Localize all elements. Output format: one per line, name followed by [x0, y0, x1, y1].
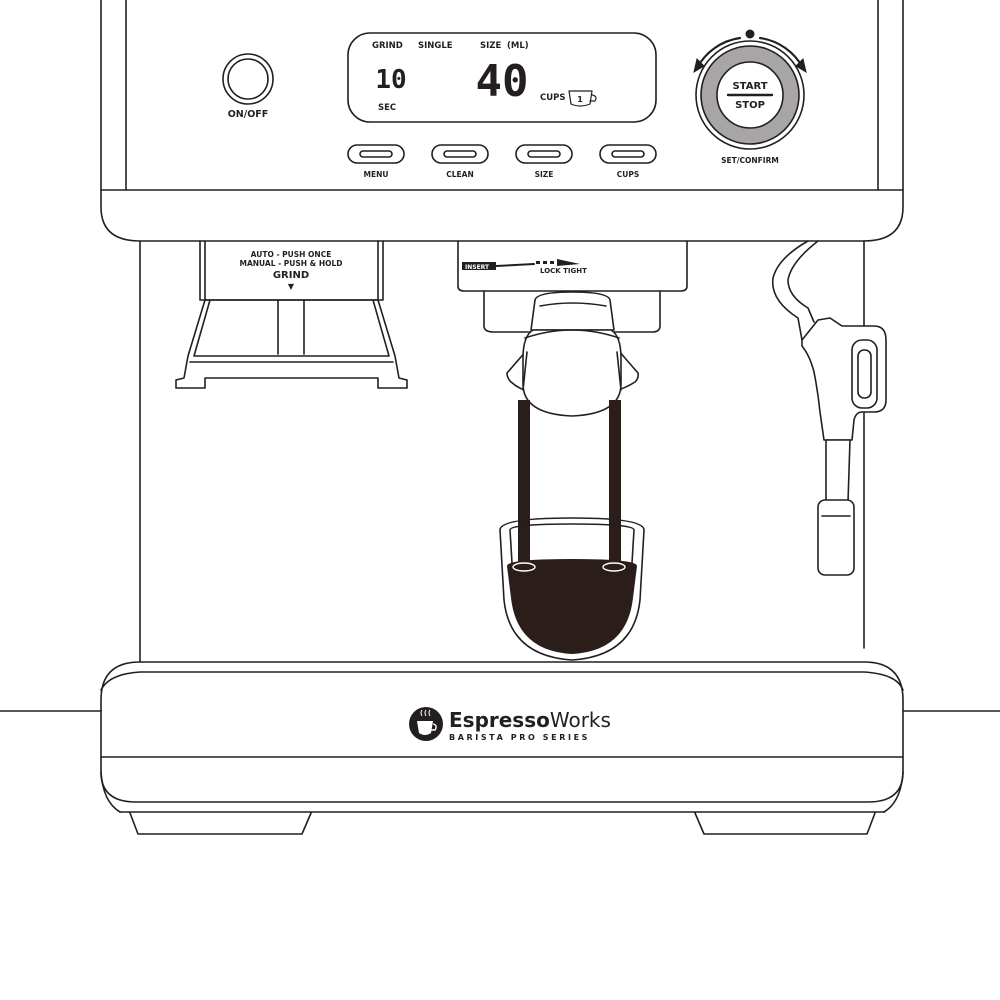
start-label: START [732, 81, 767, 92]
espresso-glass [499, 517, 645, 661]
steam-wand [771, 240, 887, 576]
foot-right [694, 812, 876, 835]
cup-icon [568, 90, 597, 107]
cups-count-value: 1 [577, 95, 583, 104]
grind-seconds-value: 10 [375, 65, 406, 95]
insert-label: INSERT [465, 264, 490, 271]
brand-logo: EspressoWorks BARISTA PRO SERIES [409, 707, 611, 742]
brand-tagline: BARISTA PRO SERIES [449, 733, 590, 742]
brand-name-bold: Espresso [449, 708, 550, 732]
unit-label: (ML) [507, 41, 529, 51]
size-button-label: SIZE [535, 170, 554, 179]
control-panel [100, 0, 904, 191]
stop-label: STOP [735, 100, 765, 111]
brand-name-light: Works [550, 708, 611, 732]
grind-arrow-icon: ▼ [288, 282, 295, 291]
clean-button[interactable]: CLEAN [431, 144, 489, 179]
grinder-title: GRIND [273, 270, 309, 281]
portafilter-cradle [175, 299, 408, 389]
menu-button[interactable]: MENU [347, 144, 405, 179]
drip-tray [100, 661, 904, 813]
portafilter [506, 291, 639, 417]
coffee-stream-right [609, 400, 621, 570]
cups-label: CUPS [540, 93, 566, 103]
grind-label: GRIND [372, 41, 403, 51]
set-confirm-label: SET/CONFIRM [721, 156, 779, 165]
cups-button[interactable]: CUPS [599, 144, 657, 179]
upper-body-lip [100, 189, 904, 242]
lock-arrow-icon [557, 259, 580, 266]
single-label: SINGLE [418, 41, 453, 51]
grinder-instruction-line2: MANUAL - PUSH & HOLD [239, 259, 342, 268]
brand-name: EspressoWorks [449, 708, 611, 732]
grinder-instruction-line1: AUTO - PUSH ONCE [251, 250, 332, 259]
grinder-chute: AUTO - PUSH ONCE MANUAL - PUSH & HOLD GR… [199, 240, 384, 301]
seconds-label: SEC [378, 103, 396, 113]
menu-button-label: MENU [364, 170, 389, 179]
size-label: SIZE [480, 41, 501, 51]
coffee-stream-left [518, 400, 530, 570]
cups-button-label: CUPS [617, 170, 640, 179]
dial-indicator-dot-icon [745, 29, 755, 39]
lock-tight-label: LOCK TIGHT [540, 267, 587, 275]
foot-left [129, 812, 312, 835]
shot-size-value: 40 [476, 56, 529, 107]
start-stop-dial[interactable]: START STOP [693, 29, 807, 150]
espresso-coffee [507, 559, 637, 654]
lcd-display: GRIND SINGLE SIZE (ML) 10 SEC 40 CUPS 1 [347, 32, 657, 123]
power-button-label: ON/OFF [228, 109, 269, 120]
size-button[interactable]: SIZE [515, 144, 573, 179]
clean-button-label: CLEAN [446, 170, 474, 179]
power-button[interactable]: ON/OFF [222, 53, 274, 120]
